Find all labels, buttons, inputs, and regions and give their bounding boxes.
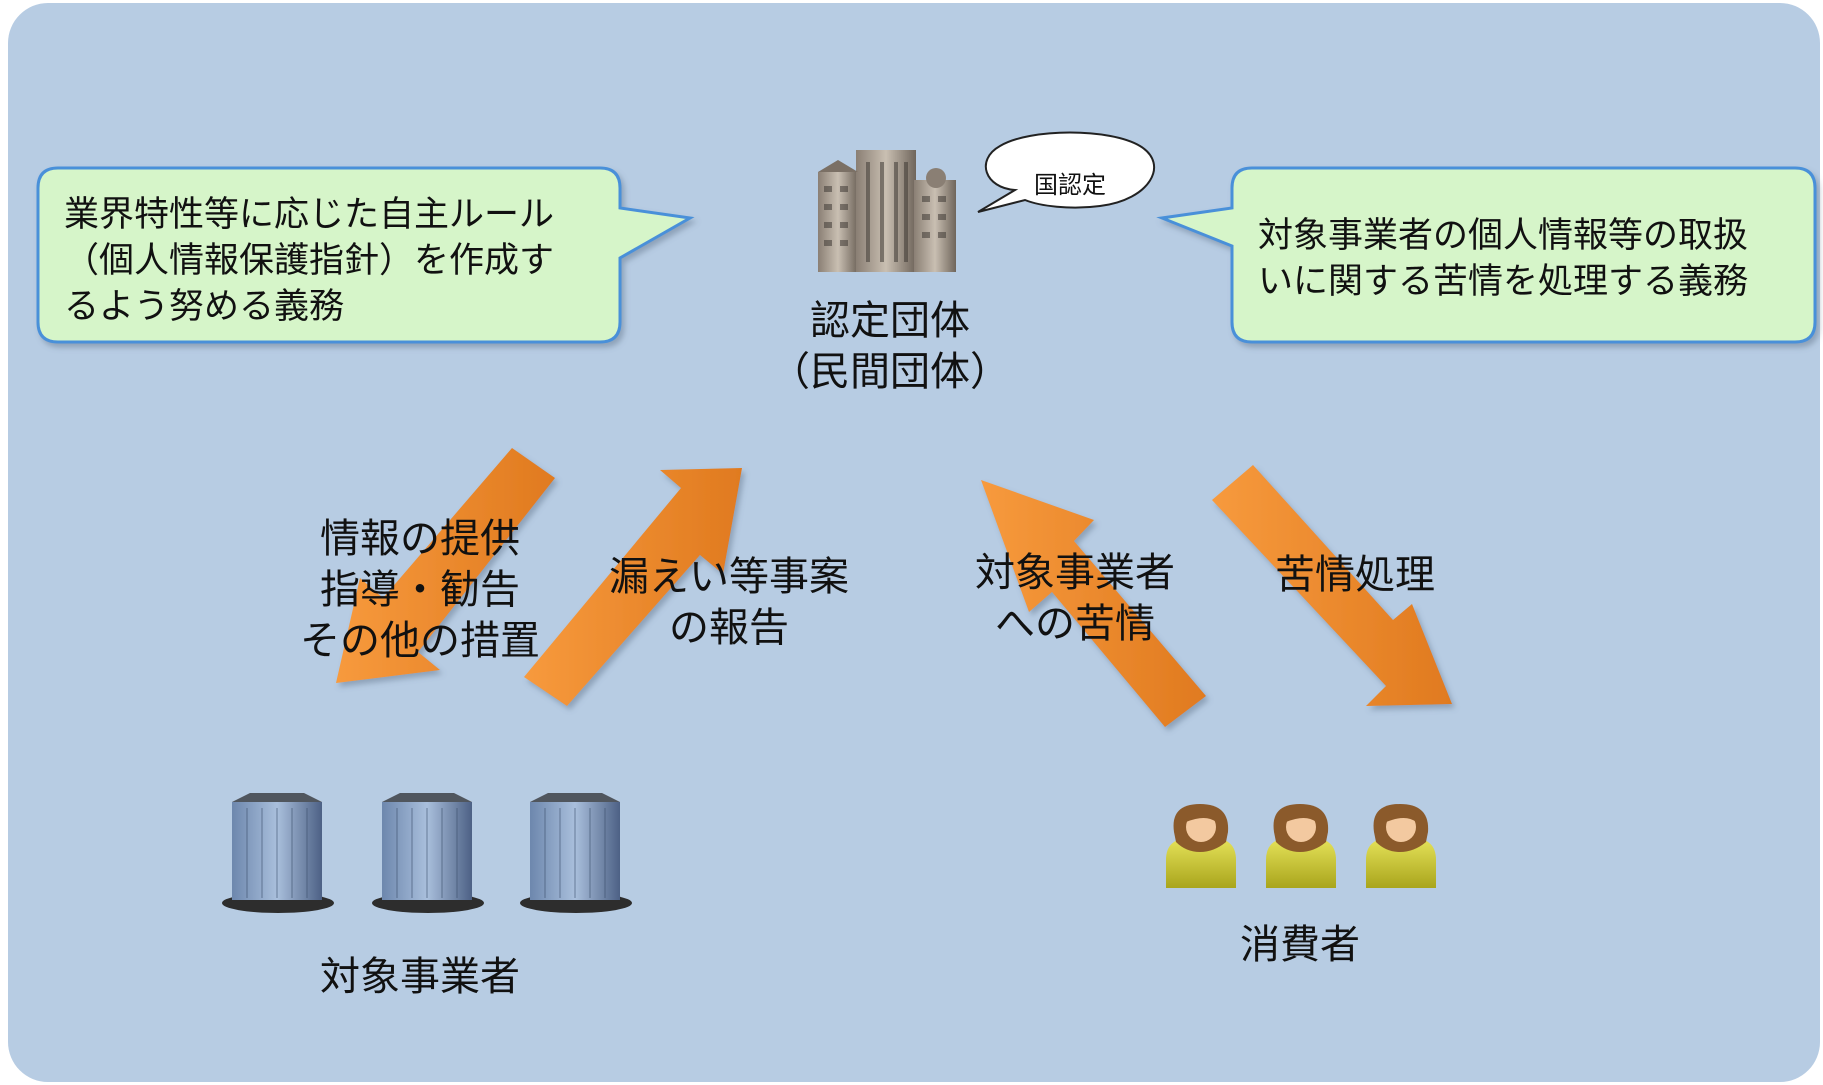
label-to-businesses-line-3: その他の措置 [300,618,540,665]
consumer-person-icon-3 [1366,804,1436,888]
label-from-consumers-line-2: への苦情 [995,601,1155,648]
label-from-businesses: 漏えい等事案 の報告 [584,552,874,654]
business-building-icon-1 [222,793,334,913]
callout-left-line-2: （個人情報保護指針）を作成す [64,241,555,282]
label-from-businesses-line-2: の報告 [669,605,789,652]
consumer-person-icon-2 [1266,804,1336,888]
label-from-consumers-line-1: 対象事業者 [975,550,1175,596]
callout-left-line-3: るよう努める義務 [64,287,345,328]
arrow-from-businesses [524,468,742,706]
callout-left-line-1: 業界特性等に応じた自主ルール [64,195,555,235]
label-to-businesses: 情報の提供 指導・勧告 その他の措置 [270,514,570,668]
business-building-icon-3 [520,793,632,913]
label-from-consumers: 対象事業者 への苦情 [950,548,1200,650]
label-to-businesses-line-2: 指導・勧告 [320,567,520,614]
label-from-businesses-line-1: 漏えい等事案 [609,554,849,600]
callout-right-line-2: いに関する苦情を処理する義務 [1258,262,1749,303]
business-building-icon-2 [372,793,484,913]
callout-left-text: 業界特性等に応じた自主ルール （個人情報保護指針）を作成す るよう努める義務 [64,192,554,331]
callout-right-text: 対象事業者の個人情報等の取扱 いに関する苦情を処理する義務 [1258,213,1748,305]
arrow-to-consumers [1212,465,1452,706]
accredited-body-label: 認定団体 （民間団体） [760,296,1020,398]
label-to-businesses-line-1: 情報の提供 [320,516,520,562]
callout-right-line-1: 対象事業者の個人情報等の取扱 [1258,216,1749,256]
certification-bubble-shape [977,131,1156,213]
arrow-from-consumers [981,480,1206,727]
businesses-label: 対象事業者 [320,954,520,1000]
arrow-to-businesses [336,448,555,683]
label-to-consumers: 苦情処理 [1240,550,1470,601]
callout-right-shape [1156,166,1817,344]
certification-label: 国認定 [1034,171,1106,199]
accredited-building-icon [818,150,956,272]
callout-left-shape [36,166,695,344]
accredited-body-line-1: 認定団体 [810,298,970,344]
label-to-consumers-line-1: 苦情処理 [1275,552,1435,598]
consumer-person-icon-1 [1166,804,1236,888]
accredited-body-line-2: （民間団体） [770,349,1010,396]
consumers-label: 消費者 [1240,922,1360,968]
